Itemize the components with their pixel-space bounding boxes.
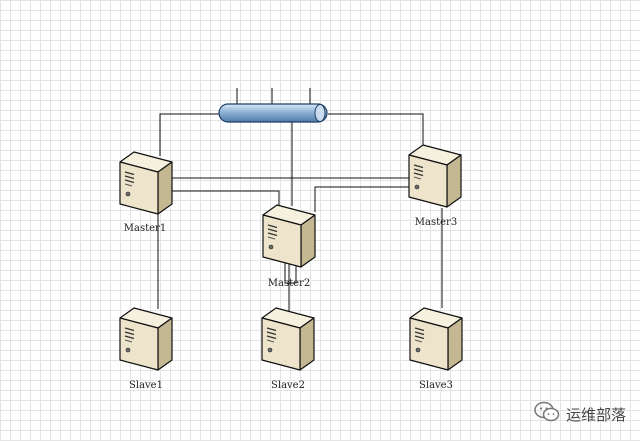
node-label-slave1: Slave1: [129, 380, 163, 391]
watermark-text: 运维部落: [565, 405, 626, 424]
server-icon: [262, 204, 316, 268]
server-node-master3: Master3: [408, 144, 462, 228]
server-icon: [408, 144, 462, 208]
node-label-master1: Master1: [124, 223, 166, 234]
link-master1-master2: [172, 190, 280, 210]
link-bus-master3: [328, 113, 424, 148]
server-icon: [119, 307, 173, 371]
node-label-slave2: Slave2: [271, 380, 305, 391]
watermark: 运维部落: [534, 401, 626, 427]
link-master3-master2: [314, 186, 414, 212]
server-icon: [409, 307, 463, 371]
server-node-master2: Master2: [262, 204, 316, 289]
server-icon: [119, 151, 173, 215]
server-node-slave3: Slave3: [409, 307, 463, 391]
wechat-icon: [534, 401, 560, 427]
node-label-slave3: Slave3: [419, 380, 453, 391]
server-node-master1: Master1: [119, 151, 173, 234]
server-icon: [261, 307, 315, 371]
network-bus: [218, 103, 328, 123]
server-node-slave1: Slave1: [119, 307, 173, 391]
link-bus-master1: [159, 113, 222, 156]
node-label-master2: Master2: [268, 278, 310, 289]
link-master2-slave2: [284, 260, 297, 284]
server-node-slave2: Slave2: [261, 307, 315, 391]
node-label-master3: Master3: [415, 217, 457, 228]
